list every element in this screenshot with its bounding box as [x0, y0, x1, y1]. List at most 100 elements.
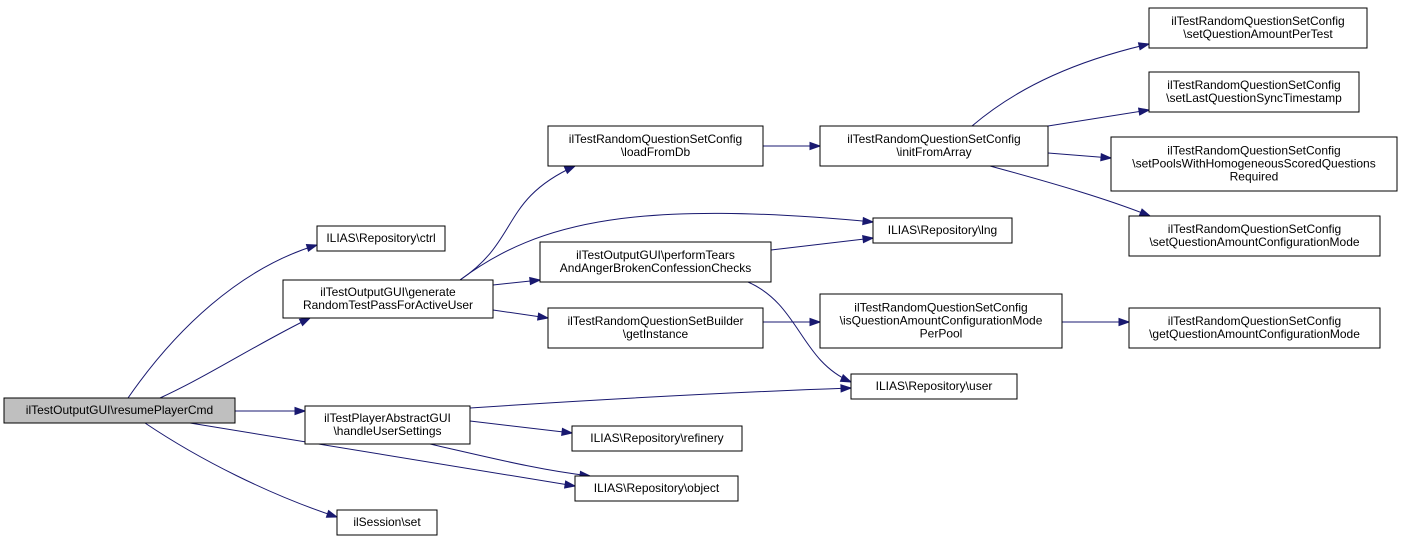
edge-line: [747, 281, 852, 383]
node-box[interactable]: [571, 425, 743, 452]
node-label: ILIAS\Repository\lng: [888, 223, 997, 237]
node-setLastSync[interactable]: ilTestRandomQuestionSetConfig\setLastQue…: [1148, 71, 1360, 113]
edge-line: [1047, 109, 1150, 127]
edge-line: [159, 317, 311, 399]
node-label: ILIAS\Repository\refinery: [590, 431, 723, 445]
node-label: ilTestRandomQuestionSetConfig: [1167, 144, 1340, 158]
edges-layer: [127, 42, 1152, 518]
node-setMode[interactable]: ilTestRandomQuestionSetConfig\setQuestio…: [1128, 215, 1381, 257]
node-box[interactable]: [547, 307, 764, 349]
arrowhead: [1138, 208, 1152, 217]
node-label: \handleUserSettings: [333, 424, 441, 438]
node-box[interactable]: [1128, 215, 1381, 257]
edge-line: [459, 212, 874, 281]
node-object[interactable]: ILIAS\Repository\object: [574, 475, 739, 502]
node-box[interactable]: [1148, 71, 1360, 113]
arrowhead: [840, 384, 853, 393]
node-label: ilTestRandomQuestionSetConfig: [1168, 222, 1341, 236]
arrowhead: [325, 509, 339, 518]
edge-resumePlayerCmd-to-set: [144, 422, 339, 518]
node-box[interactable]: [872, 217, 1013, 244]
node-label: ilTestRandomQuestionSetConfig: [847, 132, 1020, 146]
node-getMode[interactable]: ilTestRandomQuestionSetConfig\getQuestio…: [1128, 307, 1381, 349]
node-box[interactable]: [282, 279, 494, 319]
node-box[interactable]: [316, 225, 446, 252]
node-setPools[interactable]: ilTestRandomQuestionSetConfig\setPoolsWi…: [1110, 136, 1398, 192]
edge-line: [189, 422, 576, 487]
edge-line: [127, 244, 318, 399]
arrowhead: [862, 216, 875, 226]
node-label: ILIAS\Repository\object: [594, 481, 720, 495]
edge-line: [1047, 152, 1112, 159]
node-box[interactable]: [3, 397, 236, 424]
arrowhead: [298, 317, 312, 327]
node-ctrl[interactable]: ILIAS\Repository\ctrl: [316, 225, 446, 252]
edge-resumePlayerCmd-to-object: [189, 422, 577, 489]
node-refinery[interactable]: ILIAS\Repository\refinery: [571, 425, 743, 452]
node-handleUserSettings[interactable]: ilTestPlayerAbstractGUI\handleUserSettin…: [304, 405, 471, 445]
node-label: \loadFromDb: [621, 145, 691, 159]
node-getInstance[interactable]: ilTestRandomQuestionSetBuilder\getInstan…: [547, 307, 764, 349]
node-box[interactable]: [1128, 307, 1381, 349]
node-box[interactable]: [819, 293, 1063, 349]
edge-initFromArray-to-setMode: [989, 165, 1152, 217]
arrowhead: [809, 317, 822, 327]
edge-resumePlayerCmd-to-ctrl: [127, 243, 319, 399]
node-box[interactable]: [1110, 136, 1398, 192]
node-label: ILIAS\Repository\user: [876, 379, 993, 393]
node-label: ilTestRandomQuestionSetConfig: [1167, 78, 1340, 92]
arrowhead: [537, 312, 550, 321]
edge-line: [971, 43, 1150, 127]
node-box[interactable]: [1148, 7, 1368, 49]
node-initFromArray[interactable]: ilTestRandomQuestionSetConfig\initFromAr…: [819, 125, 1049, 167]
node-box[interactable]: [574, 475, 739, 502]
node-set[interactable]: ilSession\set: [336, 509, 438, 536]
node-isPerPool[interactable]: ilTestRandomQuestionSetConfig\isQuestion…: [819, 293, 1063, 349]
node-label: Required: [1230, 170, 1279, 184]
arrowhead: [563, 480, 577, 489]
node-performChecks[interactable]: ilTestOutputGUI\performTearsAndAngerBrok…: [539, 241, 772, 283]
node-box[interactable]: [336, 509, 438, 536]
edge-loadFromDb-to-initFromArray: [763, 141, 822, 151]
arrowhead: [561, 427, 574, 436]
node-box[interactable]: [819, 125, 1049, 167]
node-box[interactable]: [547, 125, 764, 167]
edge-initFromArray-to-setLastSync: [1047, 107, 1151, 127]
edge-performChecks-to-lng: [770, 235, 875, 251]
node-user[interactable]: ILIAS\Repository\user: [850, 373, 1018, 400]
node-label: ilTestPlayerAbstractGUI: [324, 411, 451, 425]
node-label: ilTestRandomQuestionSetConfig: [1171, 14, 1344, 28]
node-label: ilSession\set: [353, 515, 421, 529]
edge-line: [459, 165, 576, 281]
node-label: AndAngerBrokenConfessionChecks: [560, 261, 751, 275]
edge-line: [770, 237, 874, 251]
edge-line: [989, 165, 1151, 217]
node-label: RandomTestPassForActiveUser: [303, 298, 473, 312]
node-label: PerPool: [920, 327, 963, 341]
edge-line: [429, 443, 591, 477]
node-box[interactable]: [850, 373, 1018, 400]
node-resumePlayerCmd[interactable]: ilTestOutputGUI\resumePlayerCmd: [3, 397, 236, 424]
edge-isPerPool-to-getMode: [1062, 317, 1131, 327]
node-label: \isQuestionAmountConfigurationMode: [840, 314, 1043, 328]
edge-initFromArray-to-setAmountPerTest: [971, 42, 1151, 127]
node-box[interactable]: [539, 241, 772, 283]
node-setAmountPerTest[interactable]: ilTestRandomQuestionSetConfig\setQuestio…: [1148, 7, 1368, 49]
edge-generate-to-performChecks: [492, 276, 542, 286]
node-label: \setQuestionAmountConfigurationMode: [1149, 235, 1359, 249]
node-box[interactable]: [304, 405, 471, 445]
arrowhead: [809, 141, 822, 151]
node-generate[interactable]: ilTestOutputGUI\generateRandomTestPassFo…: [282, 279, 494, 319]
arrowhead: [1118, 317, 1131, 327]
node-label: ilTestOutputGUI\resumePlayerCmd: [26, 403, 213, 417]
node-label: ilTestRandomQuestionSetConfig: [854, 301, 1027, 315]
node-label: ilTestRandomQuestionSetBuilder: [567, 314, 743, 328]
edge-handleUserSettings-to-object: [429, 443, 592, 479]
node-lng[interactable]: ILIAS\Repository\lng: [872, 217, 1013, 244]
arrowhead: [305, 243, 319, 253]
edge-performChecks-to-user: [747, 281, 853, 383]
node-label: ILIAS\Repository\ctrl: [326, 231, 435, 245]
node-loadFromDb[interactable]: ilTestRandomQuestionSetConfig\loadFromDb: [547, 125, 764, 167]
arrowhead: [1100, 152, 1113, 162]
edge-line: [469, 420, 573, 434]
